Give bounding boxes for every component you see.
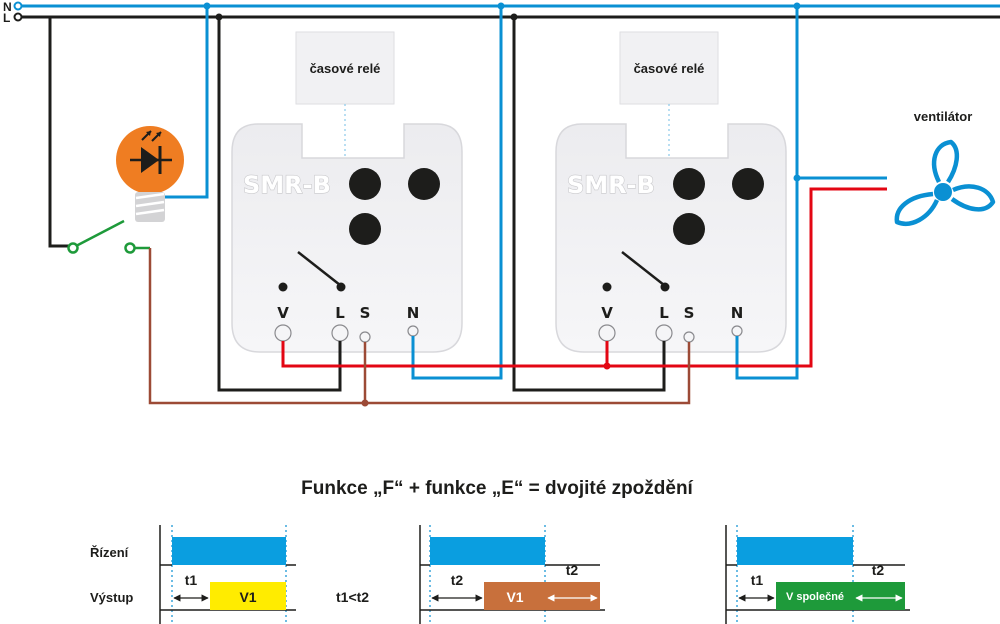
relay-1-label: časové relé bbox=[310, 61, 381, 76]
control-wires bbox=[148, 248, 691, 405]
neutral-junction-1 bbox=[497, 2, 505, 10]
relay-1-body bbox=[231, 123, 463, 353]
relay-2-terminal-l: L bbox=[659, 304, 669, 322]
row-label-output: Výstup bbox=[90, 590, 133, 605]
t-label-1: t1 bbox=[185, 572, 198, 588]
relay-1: časové relé SMR-B V L S N bbox=[231, 31, 463, 353]
switch-circuit bbox=[48, 17, 70, 248]
neutral-rail-label: N bbox=[3, 0, 12, 14]
live-rail-terminal bbox=[13, 12, 23, 22]
relay-2-brand: SMR-B bbox=[567, 171, 655, 199]
relay-1-terminal-v: V bbox=[277, 304, 289, 322]
t2-label-2: t2 bbox=[566, 562, 579, 578]
control-bar-1 bbox=[172, 537, 286, 565]
neutral-wires bbox=[411, 6, 887, 380]
lamp-neutral-junction bbox=[203, 2, 211, 10]
output-label-1: V1 bbox=[239, 589, 256, 605]
t-label-2: t2 bbox=[451, 572, 464, 588]
neutral-junction-2 bbox=[793, 2, 801, 10]
fan-icon bbox=[894, 139, 996, 226]
switch-icon bbox=[67, 219, 150, 254]
relay-2-body bbox=[555, 123, 787, 353]
timing-diagram-3: t2 t1 V společné bbox=[725, 525, 910, 624]
relay-2-label-box bbox=[619, 31, 719, 105]
timing-diagram-2: t2 t2 V1 bbox=[419, 525, 605, 624]
lamp-neutral-wire bbox=[165, 6, 209, 199]
live-rail-label: L bbox=[3, 11, 10, 25]
output-label-3: V společné bbox=[786, 591, 844, 603]
live-junction-2 bbox=[510, 13, 518, 21]
fan-label: ventilátor bbox=[914, 109, 973, 124]
output-bar-1 bbox=[210, 582, 286, 610]
led-icon bbox=[116, 126, 184, 222]
row-label-control: Řízení bbox=[90, 545, 129, 560]
relay-2-terminal-v: V bbox=[601, 304, 613, 322]
control-bar-3 bbox=[737, 537, 853, 565]
output-wires bbox=[281, 187, 887, 368]
timing-diagram-1: t1 V1 bbox=[159, 525, 296, 624]
control-bar-2 bbox=[430, 537, 545, 565]
relay-2-terminal-s: S bbox=[684, 304, 695, 322]
relay-2-terminal-n: N bbox=[731, 304, 744, 322]
control-junction bbox=[361, 399, 369, 407]
relay-1-label-box bbox=[295, 31, 395, 105]
timing-condition: t1<t2 bbox=[336, 589, 369, 605]
output-bar-2 bbox=[484, 582, 600, 610]
relay-2-label: časové relé bbox=[634, 61, 705, 76]
relay-1-terminal-n: N bbox=[407, 304, 420, 322]
timing-title: Funkce „F“ + funkce „E“ = dvojité zpoždě… bbox=[301, 478, 693, 499]
neutral-junction-3 bbox=[793, 174, 801, 182]
neutral-rail-terminal bbox=[13, 1, 23, 11]
output-label-2: V1 bbox=[506, 589, 523, 605]
live-junction-1 bbox=[215, 13, 223, 21]
relay-1-terminal-l: L bbox=[335, 304, 345, 322]
relay-2: časové relé SMR-B V L S N bbox=[555, 31, 787, 353]
t-label-3: t1 bbox=[751, 572, 764, 588]
output-junction bbox=[603, 362, 611, 370]
relay-1-terminal-s: S bbox=[360, 304, 371, 322]
t2-label-3: t2 bbox=[872, 562, 885, 578]
relay-1-brand: SMR-B bbox=[243, 171, 331, 199]
